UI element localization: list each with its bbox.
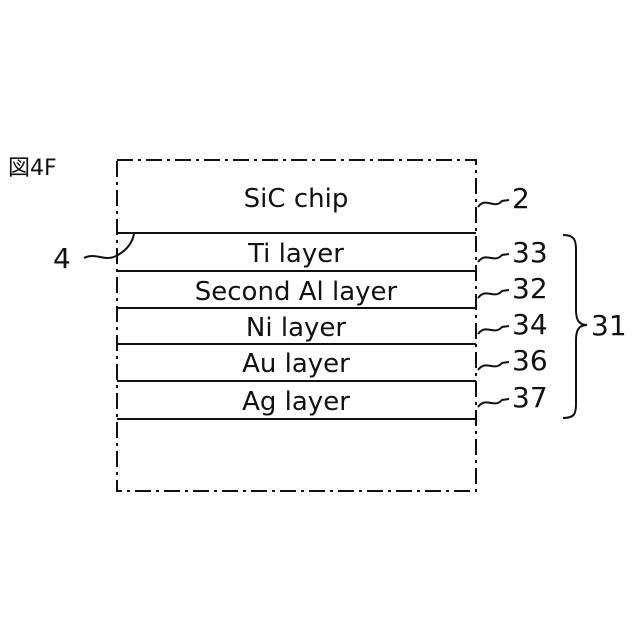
- leader-line-interface: [84, 234, 134, 258]
- stack-brace: [563, 235, 587, 418]
- ref-numeral: 37: [512, 381, 548, 414]
- leader-line: [478, 290, 509, 298]
- leader-line: [478, 362, 509, 370]
- layer-label-second-al: Second Al layer: [195, 277, 398, 307]
- leader-line: [478, 326, 509, 334]
- ref-numeral: 34: [512, 308, 548, 341]
- ref-numeral: 33: [512, 236, 548, 269]
- ref-numeral: 2: [512, 182, 530, 215]
- layer-label-ni: Ni layer: [246, 313, 346, 343]
- ref-numeral: 36: [512, 344, 548, 377]
- layer-label-sic-chip: SiC chip: [244, 184, 349, 214]
- stack-ref-numeral: 31: [591, 309, 627, 342]
- leader-line: [478, 399, 509, 407]
- interface-ref-numeral: 4: [53, 242, 71, 275]
- layer-label-ti: Ti layer: [247, 239, 344, 269]
- leader-line: [478, 254, 509, 262]
- figure-label: 図4F: [8, 156, 57, 181]
- layer-label-ag: Ag layer: [242, 387, 350, 417]
- ref-numeral: 32: [512, 272, 548, 305]
- leader-line: [478, 200, 509, 207]
- layer-label-au: Au layer: [242, 349, 350, 379]
